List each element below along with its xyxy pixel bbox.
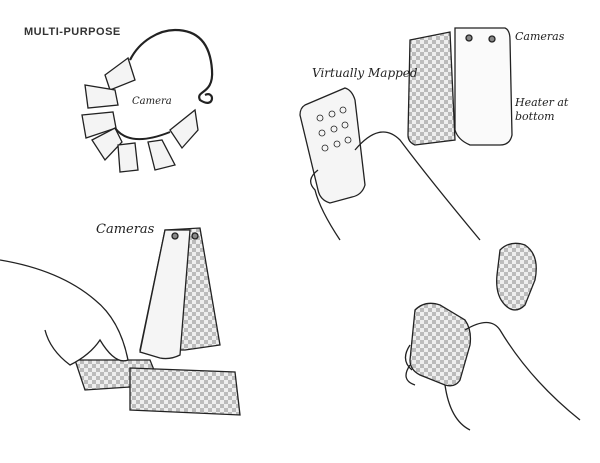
folding-stand-device [0,227,241,416]
handheld-screen-device [404,242,581,431]
camera-label: Camera [132,96,172,107]
sheet-title: MULTI-PURPOSE [24,26,121,38]
heater-label: Heater at bottom [515,96,569,123]
necklace-device [81,28,214,173]
virtually-mapped-label: Virtually Mapped [312,66,418,80]
cameras-label-fold: Cameras [96,222,155,237]
cameras-label-top: Cameras [515,30,565,43]
standing-keyboard-device [407,27,513,146]
handheld-keypad-device [299,87,481,241]
